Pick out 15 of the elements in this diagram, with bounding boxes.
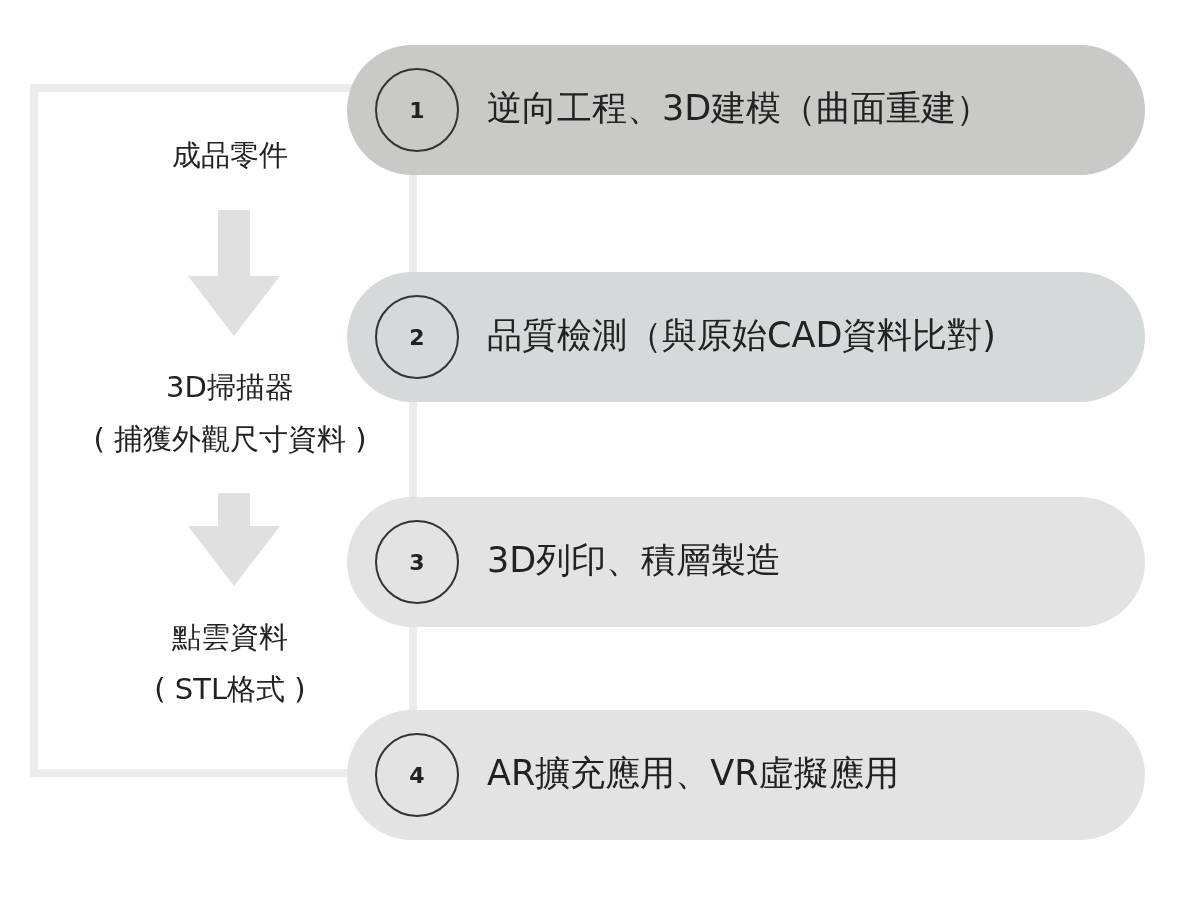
- number-circle: 4: [375, 733, 459, 817]
- stage-note: ( 捕獲外觀尺寸資料 ): [93, 421, 367, 458]
- step-label: 品質檢測（與原始CAD資料比對): [487, 314, 996, 357]
- stage-note: ( STL格式 ): [154, 671, 306, 708]
- step-label: 逆向工程、3D建模（曲面重建）: [487, 87, 992, 130]
- stage-label: 點雲資料: [172, 618, 288, 656]
- number-circle: 2: [375, 295, 459, 379]
- number-circle: 1: [375, 68, 459, 152]
- down-arrow: [188, 210, 280, 336]
- stage-label: 成品零件: [172, 136, 288, 174]
- number-circle: 3: [375, 520, 459, 604]
- down-arrow: [188, 493, 280, 586]
- stage-label: 3D掃描器: [166, 368, 294, 406]
- step-label: AR擴充應用、VR虛擬應用: [487, 752, 899, 795]
- step-label: 3D列印、積層製造: [487, 539, 782, 582]
